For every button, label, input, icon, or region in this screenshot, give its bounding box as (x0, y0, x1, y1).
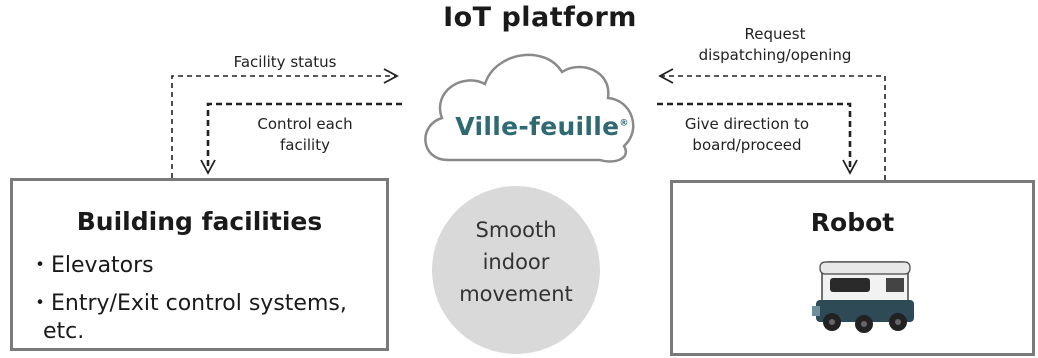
robot-title: Robot (810, 208, 895, 237)
center-line: Smooth (475, 218, 557, 242)
robot-illustration (812, 261, 914, 333)
arrow-control-facility (206, 102, 402, 168)
arrow-give-direction-head (842, 159, 858, 175)
center-text: Smooth indoor movement (432, 214, 600, 310)
page-title: IoT platform (443, 2, 637, 33)
label-line: Control each (257, 115, 353, 133)
label-line: facility (280, 136, 330, 154)
label-facility-status: Facility status (233, 53, 337, 71)
center-circle: Smooth indoor movement (432, 186, 600, 354)
label-line: Give direction to (684, 115, 810, 133)
list-item: ・Elevators (29, 253, 154, 278)
label-line: dispatching/opening (698, 46, 852, 64)
building-facilities-box: Building facilities ・Elevators ・Entry/Ex… (10, 178, 389, 351)
robot-box: Robot (670, 180, 1035, 356)
label-line: board/proceed (692, 136, 802, 154)
arrow-facility-status-head (383, 68, 399, 84)
list-item: etc. (29, 319, 85, 344)
label-give-direction: Give direction to board/proceed (662, 114, 832, 156)
center-line: movement (459, 282, 573, 306)
arrow-control-facility-head (200, 159, 216, 175)
label-control-each-facility: Control each facility (225, 114, 385, 156)
brand-name: Ville-feuille (455, 112, 620, 141)
arrow-give-direction (657, 102, 852, 168)
building-facilities-title: Building facilities (76, 207, 323, 236)
arrow-request-head (658, 68, 674, 84)
label-line: Request (744, 25, 806, 43)
cloud-icon (424, 53, 635, 163)
arrow-facility-status (171, 75, 395, 178)
list-item: ・Entry/Exit control systems, (29, 291, 347, 316)
center-line: indoor (482, 250, 550, 274)
label-request: Request dispatching/opening (670, 24, 880, 66)
arrow-request (662, 75, 886, 180)
brand-logo: Ville-feuille® (455, 112, 629, 141)
